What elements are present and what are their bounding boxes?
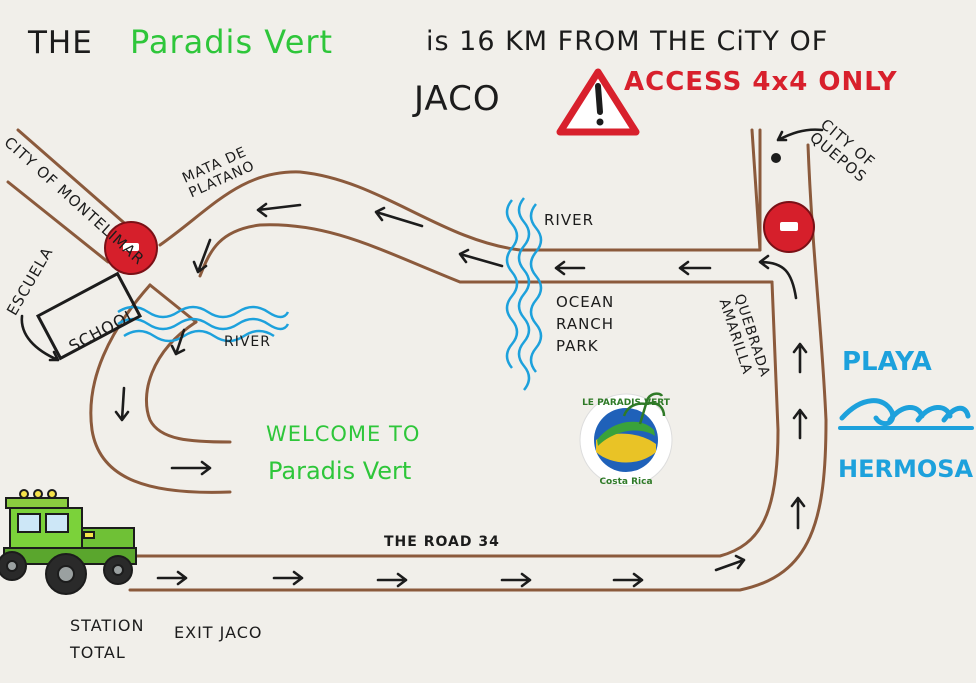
- quepos-dot: [771, 153, 781, 163]
- direction-arrows: [20, 128, 824, 588]
- label-welcome-to: WELCOME TO: [266, 422, 421, 446]
- arrow-curve-left: [758, 254, 798, 300]
- paradis-vert-logo: [579, 392, 673, 487]
- label-welcome-paradis-vert: Paradis Vert: [268, 457, 412, 485]
- road-quepos-right: [806, 143, 828, 422]
- logo-bottom-text: Costa Rica: [599, 477, 652, 487]
- title-part3: is 16 KM FROM THE CiTY OF: [426, 26, 829, 57]
- arrow-left-2: [554, 260, 586, 276]
- arrow-down-2: [170, 328, 186, 356]
- wave-icon: [838, 398, 974, 430]
- label-river-left: River: [224, 334, 272, 350]
- label-playa: PLAYA: [842, 347, 932, 377]
- arrow-right-1: [156, 570, 188, 586]
- stop-sign-montelimar: [104, 221, 158, 275]
- label-hermosa: HERMOSA: [838, 455, 974, 483]
- arrow-down-3: [114, 386, 130, 422]
- title-jaco: JACO: [414, 79, 501, 119]
- pointer-escuela: [20, 314, 60, 362]
- title-part1: THE: [28, 25, 93, 61]
- arrow-curve-up-right: [714, 554, 746, 572]
- river-left: [117, 305, 290, 343]
- arrow-left-3: [458, 248, 504, 268]
- title-paradis-vert: Paradis Vert: [130, 23, 334, 61]
- school-box: [35, 271, 143, 361]
- arrow-right-5: [612, 572, 644, 588]
- road-network: [6, 128, 828, 592]
- jeep-icon: [0, 489, 137, 595]
- arrow-left-1: [678, 260, 712, 276]
- label-exit-jaco: EXIT JACO: [174, 623, 263, 642]
- arrow-up-3: [792, 342, 808, 374]
- road-upper-loop-inner: [198, 223, 774, 284]
- arrow-left-5: [256, 202, 302, 218]
- arrow-up-2: [792, 408, 808, 440]
- arrow-right-4: [500, 572, 532, 588]
- arrow-left-4: [374, 206, 424, 228]
- stop-sign-quepos: [763, 201, 815, 253]
- arrow-right-welcome: [170, 460, 212, 476]
- label-river-top: River: [544, 211, 595, 229]
- access-4x4-text: ACCESS 4x4 ONLY: [624, 67, 898, 97]
- logo-top-text: LE PARADIS VERT: [582, 398, 671, 408]
- road-right-outer: [128, 418, 828, 592]
- road-quepos-left: [750, 128, 762, 252]
- pointer-quepos: [776, 128, 824, 142]
- warning-triangle-icon: [556, 68, 640, 136]
- river-top: [505, 197, 543, 391]
- label-road-34: THE ROAD 34: [384, 534, 500, 550]
- arrow-up-1: [790, 496, 806, 530]
- road-school-link: [148, 283, 198, 324]
- arrow-right-3: [376, 572, 408, 588]
- road-upper-loop-outer: [158, 128, 762, 252]
- label-ocean-ranch-park: Ocean Ranch Park: [556, 293, 615, 355]
- arrow-right-2: [272, 570, 304, 586]
- label-station-total: STATION TOTAL: [70, 616, 145, 663]
- arrow-down-1: [192, 238, 212, 274]
- road-montelimar-inner: [6, 180, 110, 264]
- road-montelimar-outer: [16, 128, 132, 230]
- road-left-loop-inner: [145, 320, 232, 444]
- road-right-inner: [128, 280, 780, 558]
